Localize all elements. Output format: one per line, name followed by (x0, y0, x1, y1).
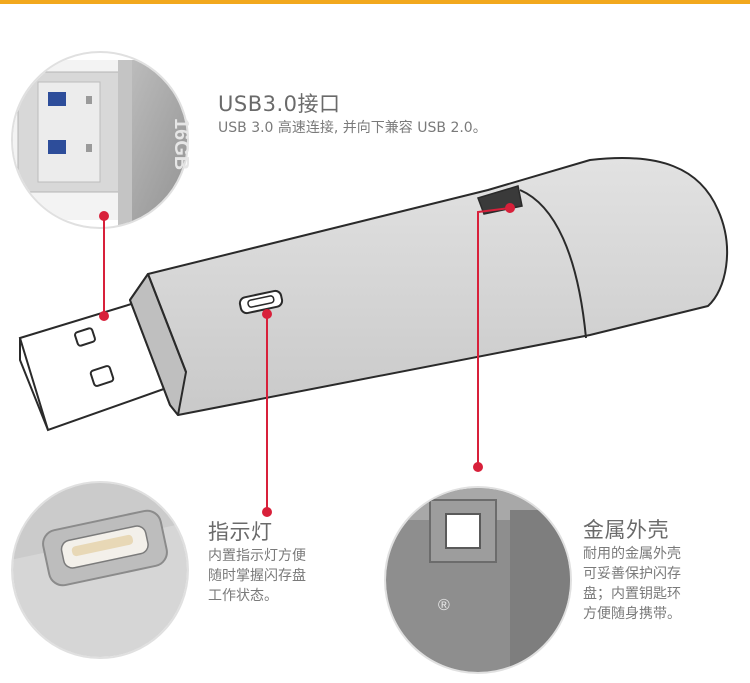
leader-indicator-dot-top (262, 309, 272, 319)
indicator-line-2: 随时掌握闪存盘 (208, 568, 306, 584)
top-accent-bar (0, 0, 750, 4)
casing-title: 金属外壳 (583, 518, 669, 542)
casing-line-3: 盘；内置钥匙环 (583, 586, 681, 602)
casing-line-2: 可妥善保护闪存 (583, 566, 681, 582)
leader-casing-dot-bottom (473, 462, 483, 472)
callout-indicator: 指示灯 内置指示灯方便 随时掌握闪存盘 工作状态。 (208, 516, 306, 606)
cap-seam (519, 189, 587, 339)
trademark-mark: ® (438, 597, 450, 614)
indicator-line-1: 内置指示灯方便 (208, 548, 306, 564)
leader-usb-dot-bottom (99, 311, 109, 321)
drive-body (129, 157, 729, 416)
capacity-label: 16GB (170, 118, 192, 170)
leader-casing-dot-top (505, 203, 515, 213)
callout-usb: USB3.0接口 USB 3.0 高速连接, 并向下兼容 USB 2.0。 (218, 88, 487, 138)
casing-line-4: 方便随身携带。 (583, 606, 681, 622)
leader-lines (99, 203, 515, 517)
casing-line-1: 耐用的金属外壳 (583, 546, 681, 562)
callout-casing: 金属外壳 耐用的金属外壳 可妥善保护闪存 盘；内置钥匙环 方便随身携带。 (583, 514, 681, 624)
usb-title: USB3.0接口 (218, 92, 341, 116)
leader-indicator-dot-bottom (262, 507, 272, 517)
flash-drive (18, 157, 729, 432)
usb-description: USB 3.0 高速连接, 并向下兼容 USB 2.0。 (218, 120, 487, 136)
closeup-indicator (11, 481, 189, 659)
indicator-line-3: 工作状态。 (208, 588, 278, 604)
connector-hole-top (74, 327, 96, 347)
connector-hole-bottom (89, 365, 115, 387)
leader-usb-dot-top (99, 211, 109, 221)
indicator-title: 指示灯 (208, 520, 273, 544)
leader-casing (477, 207, 511, 465)
closeup-casing: ® (384, 486, 572, 674)
closeup-connector: 16GB (11, 51, 192, 229)
